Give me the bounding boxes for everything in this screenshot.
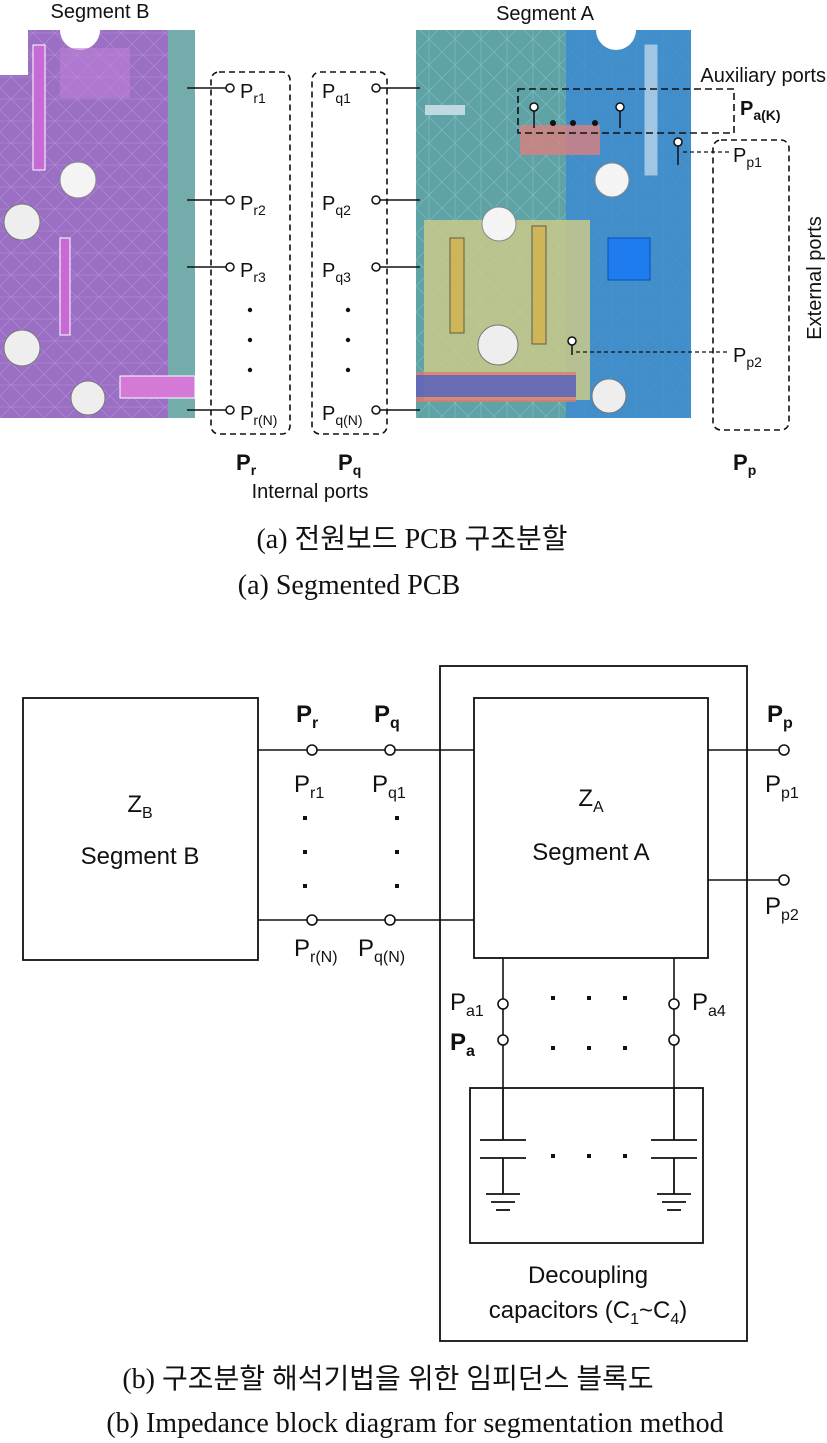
caption-b-english: (b) Impedance block diagram for segmenta… — [106, 1408, 723, 1439]
svg-text:Pr3: Pr3 — [240, 260, 266, 285]
pqn-label: Pq(N) — [358, 935, 405, 966]
svg-text:Pr1: Pr1 — [240, 81, 266, 106]
za-block — [473, 697, 709, 959]
pr-ellipsis-dots — [247, 307, 253, 373]
impedance-block-diagram: ZB Segment B ZA Segment A Pr Pq Pr1 Pq1 … — [22, 665, 799, 1439]
pr-port-2: Pr2 — [187, 193, 266, 218]
port-line-1 — [258, 744, 474, 756]
segment-b-board — [0, 30, 196, 418]
aux-ellipsis-dots — [551, 996, 627, 1158]
aux-port-markers: Pa(K) — [529, 98, 781, 128]
svg-text:Pp2: Pp2 — [765, 893, 799, 924]
auxiliary-ports-label: Auxiliary ports — [700, 65, 826, 87]
svg-text:Pr2: Pr2 — [240, 193, 266, 218]
pq1-label: Pq1 — [372, 771, 406, 802]
pr1-label: Pr1 — [294, 771, 324, 802]
zb-segment-label: Segment B — [81, 843, 200, 870]
zb-block — [22, 697, 259, 961]
segment-a-enclosure — [439, 665, 748, 1342]
pp2-port: Pp2 — [708, 874, 799, 924]
pa-bold-label: Pa — [450, 1029, 475, 1060]
svg-text:Pq2: Pq2 — [322, 193, 351, 218]
internal-ellipsis-dots — [303, 816, 399, 888]
pq-ellipsis-dots — [345, 307, 351, 373]
decoupling-label-line1: Decoupling — [528, 1262, 648, 1289]
pp1-port: Pp1 — [708, 744, 799, 802]
aux-port-group — [517, 88, 735, 134]
svg-text:Pr(N): Pr(N) — [240, 403, 277, 428]
pq-port-3: Pq3 — [322, 260, 420, 285]
pa4-connection — [668, 958, 680, 1088]
pq-port-group — [311, 71, 388, 435]
decoupling-label-line2: capacitors (C1~C4) — [489, 1297, 688, 1328]
pa1-label: Pa1 — [450, 989, 484, 1020]
external-ports-label: External ports — [804, 216, 826, 339]
pq-port-1: Pq1 — [322, 81, 420, 106]
internal-ports-label: Internal ports — [252, 481, 369, 503]
group-pr-label: Pr — [236, 450, 257, 478]
capacitor-c1-symbol — [480, 1088, 526, 1211]
aux-port-label: Pa(K) — [740, 98, 781, 123]
pr-port-3: Pr3 — [187, 260, 266, 285]
pq-bold-label: Pq — [374, 701, 400, 732]
decoupling-capacitor-box — [469, 1087, 704, 1244]
pr-port-1: Pr1 — [187, 81, 266, 106]
pq-port-n: Pq(N) — [322, 403, 420, 428]
pa1-connection — [497, 958, 509, 1088]
svg-text:Pp2: Pp2 — [733, 345, 762, 370]
segmented-pcb-figure: Segment B Segment A Auxiliary ports Pr1 … — [0, 1, 826, 601]
svg-text:Pp1: Pp1 — [733, 145, 762, 170]
pp-port-2: Pp2 — [567, 336, 762, 370]
capacitor-c4-symbol — [651, 1088, 697, 1211]
pr-port-group — [210, 71, 291, 435]
za-label: ZA — [578, 785, 604, 816]
pq-port-2: Pq2 — [322, 193, 420, 218]
prn-label: Pr(N) — [294, 935, 338, 966]
caption-a-korean: (a) 전원보드 PCB 구조분할 — [256, 523, 567, 555]
zb-label: ZB — [127, 791, 152, 822]
caption-a-english: (a) Segmented PCB — [238, 570, 460, 601]
svg-text:Pq(N): Pq(N) — [322, 403, 363, 428]
pr-port-n: Pr(N) — [187, 403, 277, 428]
port-line-n — [258, 914, 474, 926]
pr-bold-label: Pr — [296, 701, 318, 732]
svg-text:Pq1: Pq1 — [322, 81, 351, 106]
svg-text:Pq3: Pq3 — [322, 260, 351, 285]
group-pq-label: Pq — [338, 450, 361, 478]
group-pp-label: Pp — [733, 450, 756, 478]
pp-port-1: Pp1 — [673, 137, 762, 170]
caption-b-korean: (b) 구조분할 해석기법을 위한 임피던스 블록도 — [122, 1363, 653, 1395]
pa4-label: Pa4 — [692, 989, 726, 1020]
svg-text:Pp1: Pp1 — [765, 771, 799, 802]
pp-bold-label: Pp — [767, 701, 793, 732]
za-segment-label: Segment A — [532, 839, 649, 866]
segment-b-title: Segment B — [51, 1, 150, 23]
pp-port-group — [712, 139, 790, 431]
segment-a-board — [416, 30, 691, 418]
segment-a-title: Segment A — [496, 3, 595, 25]
